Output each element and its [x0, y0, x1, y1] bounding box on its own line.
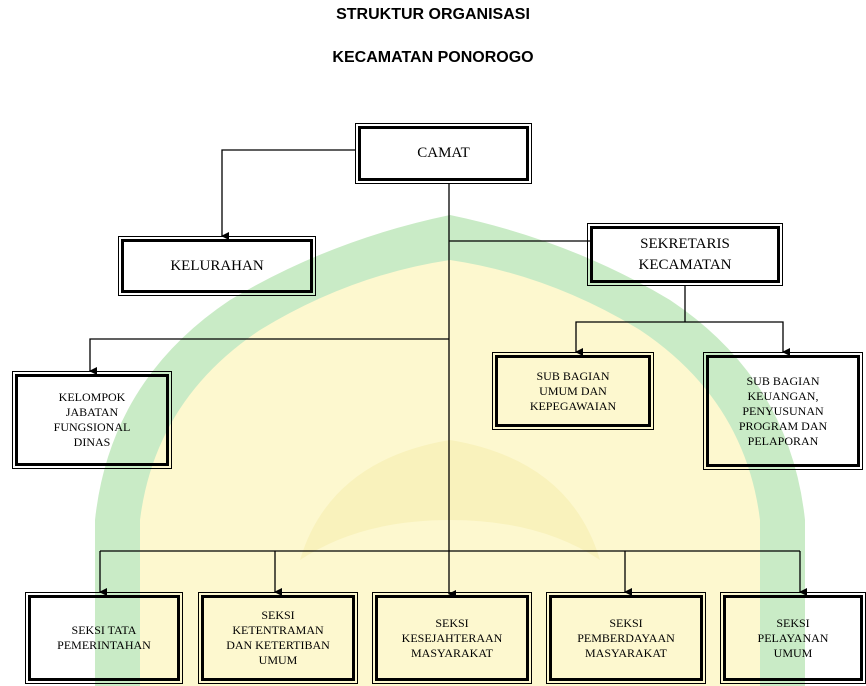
node-seksi-kesejahteraan: SEKSI KESEJAHTERAAN MASYARAKAT — [372, 592, 532, 684]
line-camat-kelompok — [89, 338, 449, 375]
node-seksi-pelayanan: SEKSI PELAYANAN UMUM — [720, 592, 866, 684]
node-seksi-tata-pemerintahan: SEKSI TATA PEMERINTAHAN — [25, 592, 183, 684]
line-sekretaris-subkeuangan — [685, 321, 790, 356]
node-sekretaris-kecamatan: SEKRETARIS KECAMATAN — [587, 223, 783, 286]
node-sub-keuangan-label: SUB BAGIAN KEUANGAN, PENYUSUNAN PROGRAM … — [706, 355, 860, 467]
line-camat-kelurahan — [221, 149, 355, 240]
node-seksi-kesejahteraan-label: SEKSI KESEJAHTERAAN MASYARAKAT — [375, 595, 529, 681]
node-camat: CAMAT — [355, 123, 532, 184]
node-kelompok-jabatan: KELOMPOK JABATAN FUNGSIONAL DINAS — [12, 371, 172, 469]
node-kelompok-label: KELOMPOK JABATAN FUNGSIONAL DINAS — [15, 374, 169, 466]
node-seksi-pemberdayaan: SEKSI PEMBERDAYAAN MASYARAKAT — [546, 592, 706, 684]
node-camat-label: CAMAT — [358, 126, 529, 181]
node-sekretaris-label: SEKRETARIS KECAMATAN — [590, 226, 780, 283]
node-seksi-ketentraman-label: SEKSI KETENTRAMAN DAN KETERTIBAN UMUM — [201, 595, 355, 681]
page-subtitle: KECAMATAN PONOROGO — [332, 49, 534, 66]
line-sekretaris-subumum — [575, 321, 685, 356]
watermark-emblem — [300, 440, 600, 560]
node-seksi-pemerintahan-label: SEKSI TATA PEMERINTAHAN — [28, 595, 180, 681]
node-kelurahan: KELURAHAN — [118, 236, 316, 296]
node-seksi-pelayanan-label: SEKSI PELAYANAN UMUM — [723, 595, 863, 681]
node-seksi-pemberdayaan-label: SEKSI PEMBERDAYAAN MASYARAKAT — [549, 595, 703, 681]
node-sub-bagian-umum: SUB BAGIAN UMUM DAN KEPEGAWAIAN — [492, 352, 654, 430]
node-seksi-ketentraman: SEKSI KETENTRAMAN DAN KETERTIBAN UMUM — [198, 592, 358, 684]
node-sub-umum-label: SUB BAGIAN UMUM DAN KEPEGAWAIAN — [495, 355, 651, 427]
node-kelurahan-label: KELURAHAN — [121, 239, 313, 293]
node-sub-bagian-keuangan: SUB BAGIAN KEUANGAN, PENYUSUNAN PROGRAM … — [703, 352, 863, 470]
page-title: STRUKTUR ORGANISASI — [336, 6, 530, 23]
